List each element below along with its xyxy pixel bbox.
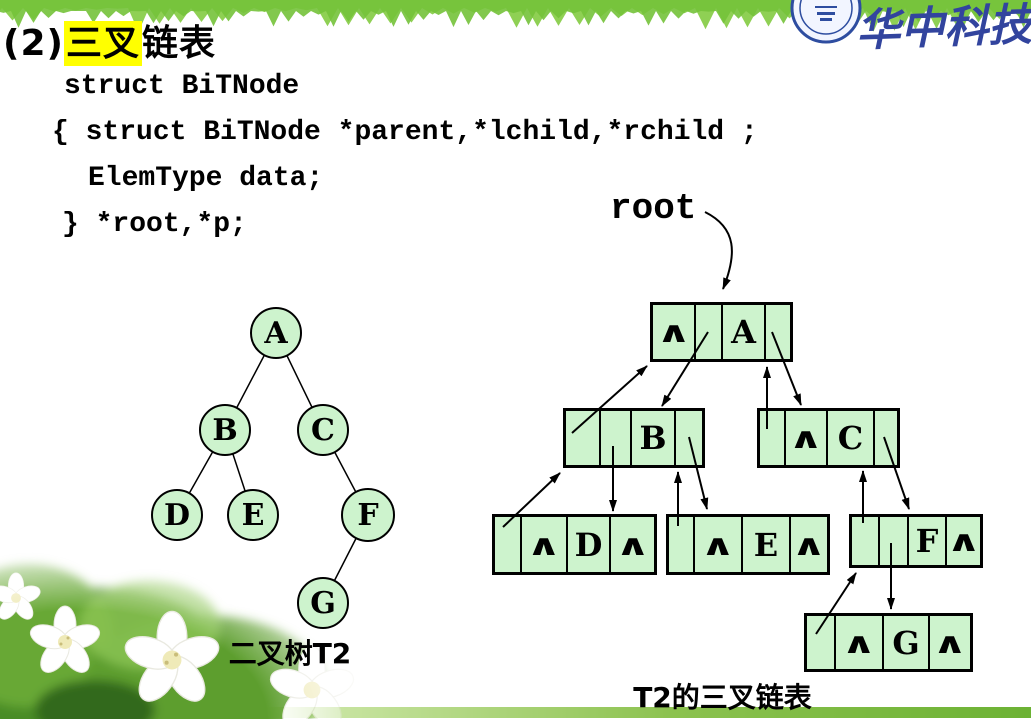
linked-node-C: ∧ C bbox=[757, 408, 900, 468]
tree-node-label: G bbox=[310, 585, 336, 621]
white-flower bbox=[0, 572, 355, 719]
tree-node-label: F bbox=[357, 497, 379, 533]
linked-node-E: ∧ E ∧ bbox=[666, 514, 830, 575]
title-highlighted-term: 三叉 bbox=[63, 21, 142, 66]
tree-node-label: C bbox=[311, 412, 335, 448]
grass-border bbox=[0, 0, 1031, 32]
code-line: { struct BiTNode *parent,*lchild,*rchild… bbox=[52, 117, 758, 148]
tree-node-G: G bbox=[297, 577, 349, 629]
linked-node-F: F ∧ bbox=[849, 514, 983, 568]
title-suffix: 链表 bbox=[141, 23, 216, 64]
field-data: F bbox=[909, 517, 947, 565]
field-data: G bbox=[884, 616, 930, 669]
tree-node-label: A bbox=[264, 315, 288, 351]
field-lchild: ∧ bbox=[522, 517, 568, 572]
field-parent: ∧ bbox=[653, 305, 696, 359]
field-lchild: ∧ bbox=[695, 517, 743, 572]
field-rchild bbox=[875, 411, 897, 465]
tree-node-E: E bbox=[227, 489, 279, 541]
tree-node-C: C bbox=[297, 404, 349, 456]
linked-node-G: ∧ G ∧ bbox=[804, 613, 973, 672]
field-parent bbox=[807, 616, 836, 669]
page-title: (2)三叉链表 bbox=[3, 14, 216, 66]
field-lchild bbox=[601, 411, 632, 465]
linked-list-caption: T2的三叉链表 bbox=[633, 681, 812, 714]
field-data: E bbox=[743, 517, 791, 572]
tree-node-D: D bbox=[151, 489, 203, 541]
field-parent bbox=[760, 411, 786, 465]
linked-node-D: ∧ D ∧ bbox=[492, 514, 657, 575]
field-lchild: ∧ bbox=[836, 616, 884, 669]
tree-node-B: B bbox=[199, 404, 251, 456]
field-data: B bbox=[632, 411, 676, 465]
tree-node-label: D bbox=[163, 497, 190, 533]
field-parent bbox=[495, 517, 522, 572]
tree-node-label: B bbox=[212, 412, 238, 448]
bottom-gradient-bar bbox=[0, 707, 1031, 718]
code-line: ElemType data; bbox=[88, 163, 324, 194]
field-rchild: ∧ bbox=[932, 625, 968, 660]
linked-node-A: ∧ A bbox=[650, 302, 793, 362]
field-rchild: ∧ bbox=[614, 527, 651, 562]
linked-node-B: B bbox=[563, 408, 705, 468]
field-lchild bbox=[880, 517, 909, 565]
field-data: A bbox=[723, 305, 766, 359]
field-parent bbox=[669, 517, 695, 572]
field-lchild bbox=[696, 305, 723, 359]
tree-node-A: A bbox=[250, 307, 302, 359]
field-rchild: ∧ bbox=[945, 524, 982, 558]
tree-node-F: F bbox=[341, 488, 395, 542]
field-parent bbox=[566, 411, 601, 465]
code-block: struct BiTNode { struct BiTNode *parent,… bbox=[0, 64, 758, 248]
field-lchild: ∧ bbox=[786, 411, 828, 465]
university-seal-icon bbox=[790, 0, 862, 44]
field-data: C bbox=[828, 411, 875, 465]
code-line: struct BiTNode bbox=[64, 71, 300, 102]
root-pointer-label: root bbox=[610, 188, 697, 229]
tree-node-label: E bbox=[241, 497, 265, 533]
field-rchild bbox=[766, 305, 790, 359]
code-line: } *root,*p; bbox=[62, 209, 247, 240]
flower-photo bbox=[0, 563, 355, 719]
field-rchild: ∧ bbox=[791, 527, 827, 562]
university-wordmark: 华中科技大学 bbox=[855, 0, 1031, 57]
tree-caption: 二叉树T2 bbox=[228, 637, 352, 670]
field-rchild bbox=[676, 411, 702, 465]
field-parent bbox=[852, 517, 880, 565]
field-data: D bbox=[568, 517, 611, 572]
title-prefix: (2) bbox=[3, 23, 64, 64]
